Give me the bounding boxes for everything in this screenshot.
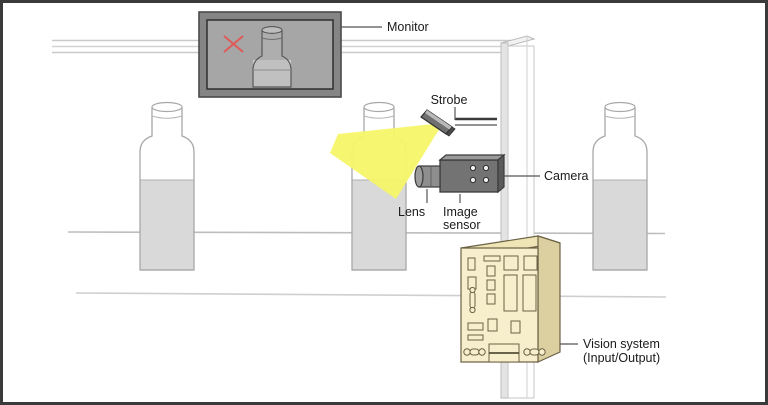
label-image-sensor-line2: sensor	[443, 218, 481, 232]
label-strobe: Strobe	[431, 93, 468, 107]
leader-lines	[341, 26, 578, 345]
monitor	[198, 11, 342, 98]
label-vision-system-line1: Vision system	[583, 337, 660, 351]
monitor-bottle-image	[252, 26, 292, 88]
label-lens: Lens	[398, 205, 425, 219]
camera	[414, 153, 506, 194]
bottle-right	[592, 101, 648, 271]
vision-system-box	[460, 235, 561, 363]
reject-mark-icon	[223, 35, 244, 53]
bottle-left	[139, 101, 195, 271]
camera-lens	[414, 165, 441, 188]
floor-line	[75, 292, 667, 298]
label-camera: Camera	[544, 169, 589, 183]
image-sensor-connectors	[469, 164, 490, 184]
label-monitor: Monitor	[387, 20, 429, 34]
light-beam	[330, 123, 443, 199]
label-vision-system-line2: (Input/Output)	[583, 351, 660, 365]
strobe-light	[420, 109, 497, 137]
vision-panel-controls	[463, 255, 546, 363]
label-image-sensor-line1: Image	[443, 205, 478, 219]
